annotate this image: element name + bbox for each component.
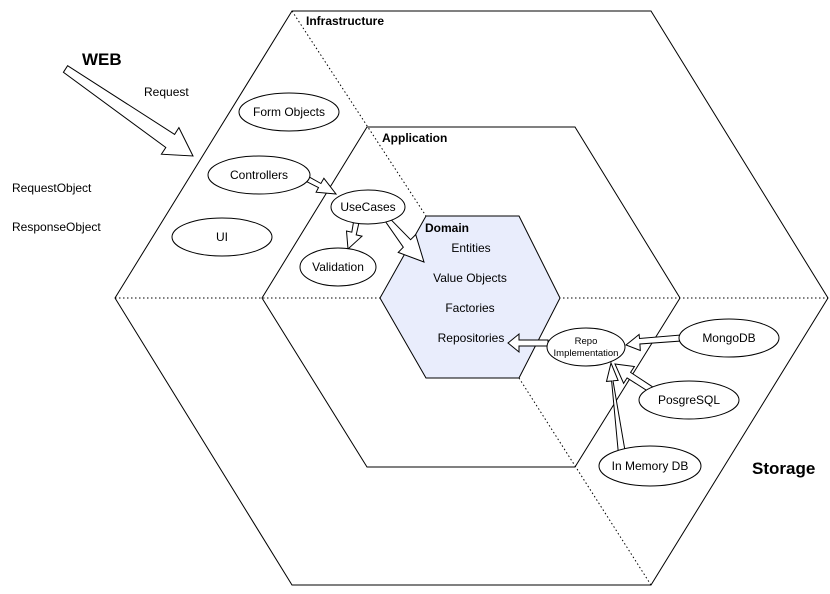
in-memory-db-text: In Memory DB xyxy=(612,459,689,473)
request-object-label: RequestObject xyxy=(12,181,92,195)
diagonal-divider-top xyxy=(291,10,427,217)
storage-label: Storage xyxy=(752,459,815,478)
repo-to-repositories-arrow xyxy=(507,332,549,354)
domain-entities: Entities xyxy=(451,241,490,255)
mongodb-node xyxy=(678,318,780,358)
domain-label: Domain xyxy=(425,221,469,235)
request-label: Request xyxy=(144,85,189,99)
validation-text: Validation xyxy=(312,260,364,274)
inmemory-to-repo-arrow xyxy=(605,361,627,455)
usecases-node xyxy=(330,189,406,225)
infrastructure-label: Infrastructure xyxy=(306,14,384,28)
request-arrow xyxy=(62,65,194,157)
controllers-node xyxy=(207,155,311,195)
usecases-text: UseCases xyxy=(340,200,395,214)
validation-node xyxy=(299,247,377,287)
application-label: Application xyxy=(382,131,447,145)
domain-value-objects: Value Objects xyxy=(433,271,507,285)
controllers-text: Controllers xyxy=(230,168,288,182)
web-label: WEB xyxy=(82,50,122,69)
in-memory-db-node xyxy=(598,445,702,487)
application-hexagon xyxy=(261,126,681,468)
repo-implementation-text-line2: Implementation xyxy=(554,348,619,359)
repo-implementation-text-line1: Repo xyxy=(575,336,598,347)
diagonal-divider-bottom xyxy=(518,377,652,586)
mongodb-to-repo-arrow xyxy=(625,333,682,352)
form-objects-node xyxy=(238,92,340,132)
posgresql-text: PosgreSQL xyxy=(658,393,720,407)
domain-factories: Factories xyxy=(445,301,494,315)
repo-implementation-node xyxy=(546,327,626,367)
ui-node xyxy=(171,217,273,257)
form-objects-text: Form Objects xyxy=(253,105,325,119)
mongodb-text: MongoDB xyxy=(702,331,755,345)
domain-repositories: Repositories xyxy=(438,331,505,345)
response-object-label: ResponseObject xyxy=(12,220,101,234)
ui-text: UI xyxy=(216,230,228,244)
usecases-to-validation-arrow xyxy=(345,219,364,251)
posgresql-node xyxy=(638,380,740,420)
